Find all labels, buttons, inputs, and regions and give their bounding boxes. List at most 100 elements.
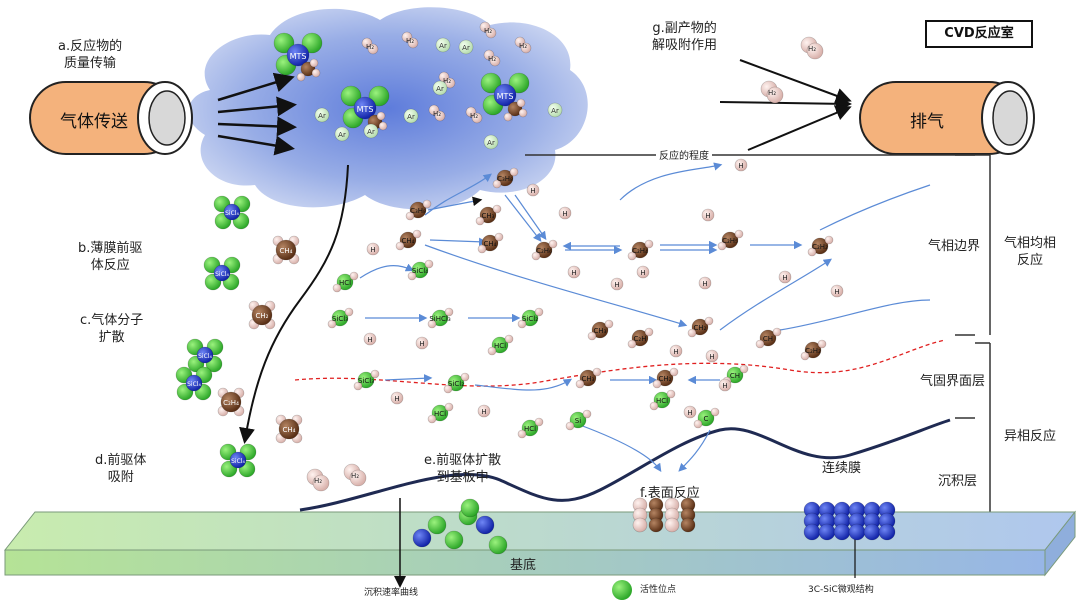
species-label-hcl: HCl [494,342,506,350]
h-atom [309,58,319,68]
step-f-label: f.表面反应 [640,486,700,501]
c-atom [331,309,349,327]
c-atom [278,418,300,440]
h-atom [366,242,380,256]
adsorption-path [239,164,349,444]
h-atom [734,158,748,172]
h-atom [693,419,703,429]
h-atom [565,421,575,431]
species-label-c2h4: C₂H₄ [632,247,648,255]
h-atom [755,339,765,349]
c-atom [399,231,417,249]
h-atom [518,108,528,118]
species-label-ch3: CH₃ [594,327,607,335]
h-label: H [571,269,576,277]
c-atom [479,206,497,224]
h-atom [718,378,732,392]
h-atom [734,229,744,239]
c-atom [697,409,715,427]
h-atom [412,229,422,239]
h-atom [363,332,377,346]
species-label-ch2: CH₂ [256,312,269,320]
inlet-pipe [29,81,193,155]
inlet-arrows [217,72,297,156]
c-atom [431,309,449,327]
h-atom [492,204,502,214]
si-atom [223,203,241,221]
surface-atom [475,515,495,535]
species-label-c2h4p: C₂H₄ [223,399,239,407]
surface-atom [680,517,696,533]
sic-atom [818,523,836,541]
species-label-sicl2: SiCl₂ [522,315,538,323]
deposition-rate-curve [299,418,951,512]
h-atom [526,183,540,197]
sicl4-label: SiCl₄ [231,458,245,465]
c-atom [691,318,709,336]
h-label: H [702,280,707,288]
species-label-hcl: HCl [524,425,536,433]
h-atom [548,239,558,249]
h-label: H [705,212,710,220]
h-atom [800,351,810,361]
gas-solid-boundary-line [294,339,946,387]
h2-label: H₂ [443,77,451,85]
h-label: H [673,348,678,356]
si-atom [229,451,247,469]
cl-atom [340,85,362,107]
h-atom [704,316,714,326]
c-atom [653,391,671,409]
substrate [3,510,1077,577]
sicl4-label: SiCl₄ [225,210,239,217]
h2-atom [349,469,367,487]
h-atom [604,319,614,329]
growth-curve-caption: 沉积速率曲线 [364,588,419,598]
h-atom [817,339,827,349]
species-label-sicl2: SiCl₂ [448,380,464,388]
h-atom [534,307,544,317]
species-label-ch2: CH₂ [694,324,707,332]
c-atom [447,374,465,392]
h-label: H [394,395,399,403]
active-site-caption: 活性位点 [640,585,677,595]
gas-boundary-label: 气相边界 [928,239,981,254]
outlet-arrows [719,59,852,151]
species-label-ch4: CH₄ [280,247,293,255]
h2-label: H₂ [366,43,374,51]
h-label: H [367,336,372,344]
si-atom [353,96,377,120]
step-e-label: e.前驱体扩散到基板中 [424,453,502,485]
ar-label: Ar [436,85,444,93]
cl-atom [368,85,390,107]
ar-atom [483,134,499,150]
outlet-pipe-label: 排气 [910,112,944,132]
species-label-hcl: HCl [434,410,446,418]
species-label-c2h6: C₂H₆ [536,247,552,255]
c-atom [496,169,514,187]
si-atom [493,83,517,107]
sicl4-label: SiCl₄ [198,353,212,360]
h-label: H [640,269,645,277]
h-label: H [687,409,692,417]
h2-atom [367,43,379,55]
h-label: H [481,408,486,416]
species-label-hcl: HCl [656,397,668,405]
h-atom [627,251,637,261]
sic-atom [803,523,821,541]
h2-label: H₂ [808,45,816,53]
c-atom [535,241,553,259]
h-atom [349,271,359,281]
h2-atom [471,112,483,124]
species-label-c3h8: C₃H₈ [497,175,513,183]
inlet-pipe-label: 气体传送 [60,112,128,132]
h-atom [390,391,404,405]
species-label-sihcl3: SiHCl₃ [429,315,450,323]
h-atom [460,372,470,382]
h-atom [370,369,380,379]
h-atom [427,319,437,329]
si-atom [196,346,214,364]
surface-atom [444,530,464,550]
h-atom [475,216,485,226]
